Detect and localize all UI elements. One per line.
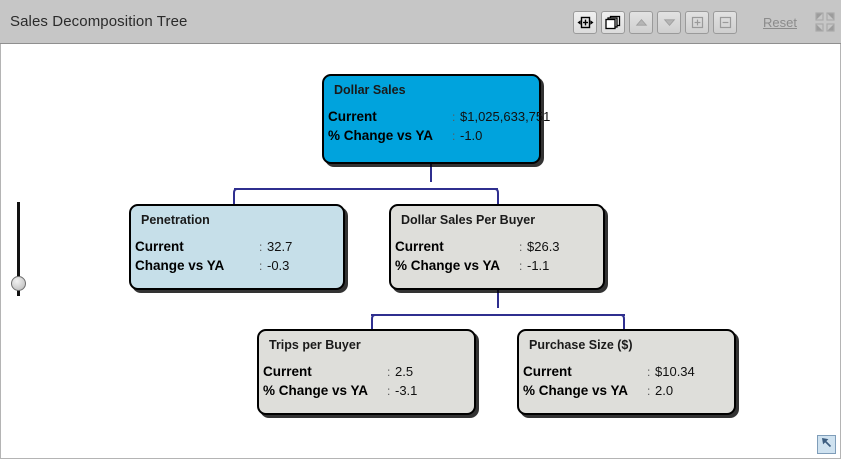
metric-separator: : [519,240,523,254]
collapse-all-icon [719,16,732,29]
tree-node-dollar-sales[interactable]: Dollar Sales Current : $1,025,633,751 % … [322,74,550,164]
tree-node-dollar-sales-per-buyer[interactable]: Dollar Sales Per Buyer Current : $26.3 %… [389,204,605,290]
copy-layers-button[interactable] [601,10,626,34]
metric-label: Current [135,239,184,254]
metric-value: $1,025,633,751 [460,109,551,124]
tree-canvas[interactable]: Dollar Sales Current : $1,025,633,751 % … [0,44,841,459]
reset-link[interactable]: Reset [763,14,797,30]
tree-node-trips-per-buyer[interactable]: Trips per Buyer Current : 2.5 % Change v… [257,329,476,415]
zoom-slider-handle[interactable] [11,276,26,291]
metric-value: 2.5 [395,364,414,379]
fit-to-width-button[interactable] [573,10,598,34]
page-title: Sales Decomposition Tree [10,13,188,30]
node-metric-row: Change vs YA : -0.3 [135,258,339,277]
metric-value: $10.34 [655,364,695,379]
metric-separator: : [259,259,263,273]
node-metric-row: Current : $26.3 [395,239,599,258]
node-metric-row: % Change vs YA : 2.0 [523,383,730,402]
metric-separator: : [452,110,456,124]
metric-separator: : [259,240,263,254]
node-metrics: Current : 32.7 Change vs YA : -0.3 [135,239,339,277]
metric-label: Change vs YA [135,258,225,273]
node-title: Dollar Sales Per Buyer [401,213,536,227]
expand-all-icon [691,16,704,29]
metric-label: % Change vs YA [395,258,501,273]
node-title: Purchase Size ($) [529,338,633,352]
metric-label: % Change vs YA [328,128,434,143]
metric-separator: : [387,365,391,379]
scroll-down-button[interactable] [657,10,682,34]
metric-label: Current [263,364,312,379]
collapse-all-button[interactable] [713,10,738,34]
node-title: Trips per Buyer [269,338,361,352]
node-metric-row: % Change vs YA : -1.1 [395,258,599,277]
zoom-slider-track[interactable] [17,202,20,296]
metric-value: $26.3 [527,239,560,254]
node-metrics: Current : $10.34 % Change vs YA : 2.0 [523,364,730,402]
metric-value: -0.3 [267,258,290,273]
node-metric-row: Current : $1,025,633,751 [328,109,550,128]
scroll-up-icon [635,18,648,27]
metric-separator: : [387,384,391,398]
toolbar: Reset [573,9,835,35]
node-metric-row: % Change vs YA : -3.1 [263,383,470,402]
metric-value: -1.1 [527,258,550,273]
window-titlebar: Sales Decomposition Tree [0,0,841,44]
metric-label: Current [395,239,444,254]
metric-value: 32.7 [267,239,293,254]
metric-value: 2.0 [655,383,674,398]
copy-layers-icon [605,15,621,30]
node-metric-row: Current : $10.34 [523,364,730,383]
node-title: Dollar Sales [334,83,406,97]
node-metric-row: Current : 2.5 [263,364,470,383]
four-corner-arrows-icon[interactable] [815,12,835,32]
node-metrics: Current : 2.5 % Change vs YA : -3.1 [263,364,470,402]
expand-all-button[interactable] [685,10,710,34]
metric-separator: : [452,129,456,143]
node-title: Penetration [141,213,210,227]
arrow-up-left-icon [820,436,833,454]
metric-separator: : [519,259,523,273]
node-metrics: Current : $1,025,633,751 % Change vs YA … [328,109,550,147]
node-metric-row: Current : 32.7 [135,239,339,258]
fit-to-width-icon [577,16,594,29]
scroll-up-button[interactable] [629,10,654,34]
metric-separator: : [647,365,651,379]
tree-node-penetration[interactable]: Penetration Current : 32.7 Change vs YA … [129,204,345,290]
node-metrics: Current : $26.3 % Change vs YA : -1.1 [395,239,599,277]
metric-label: % Change vs YA [263,383,369,398]
metric-label: % Change vs YA [523,383,629,398]
metric-value: -1.0 [460,128,483,143]
node-metric-row: % Change vs YA : -1.0 [328,128,535,147]
metric-separator: : [647,384,651,398]
zoom-slider[interactable] [9,202,31,302]
metric-label: Current [523,364,572,379]
metric-label: Current [328,109,377,124]
scroll-down-icon [663,18,676,27]
tree-node-purchase-size[interactable]: Purchase Size ($) Current : $10.34 % Cha… [517,329,736,415]
resize-handle[interactable] [817,435,836,454]
metric-value: -3.1 [395,383,418,398]
